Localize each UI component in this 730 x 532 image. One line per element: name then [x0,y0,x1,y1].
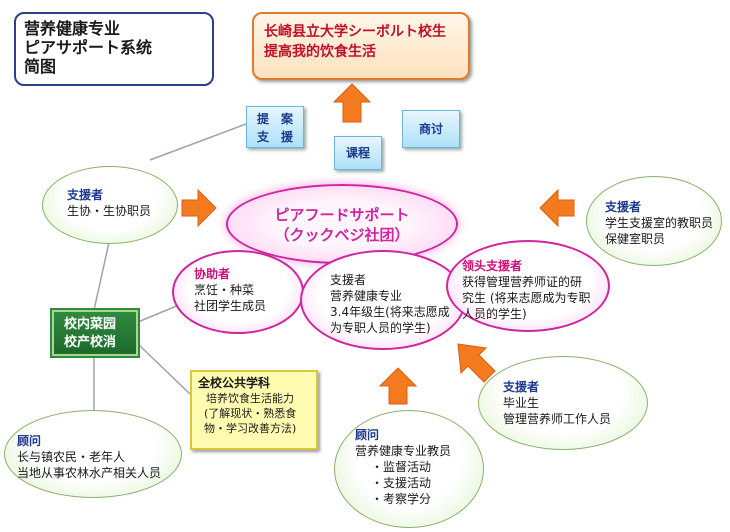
common-subject-label: 全校公共学科 [198,376,271,390]
discussion-label: 商讨 [418,122,443,136]
advisor-faculty-line-3: ・支援活动 [371,476,432,490]
cooperator-line-2: 社团学生成员 [194,299,267,313]
proposal-label: 提 案 [256,112,293,126]
arrow-up-bottom-icon [378,367,418,405]
advisor-farmers-label: 顾问 [17,434,42,448]
campus-garden-box: 校内菜园 校产校消 [52,310,138,356]
cooperator-line-1: 烹饪・种菜 [194,283,255,297]
advisor-faculty-line-4: ・考察学分 [371,492,432,506]
lead-supporter-ellipse: 领头支援者 获得管理营养师证的研 究生 (将来志愿成为专职 人员的学生) [446,240,610,332]
advisor-farmers-line-1: 长与镇农民・老年人 [17,450,126,464]
title-line-3: 简图 [24,57,57,76]
center-line-2: （クックベジ社团） [274,226,410,244]
supporter-staff-ellipse: 支援者 学生支援室的教职员 保健室职员 [586,176,722,266]
cooperator-ellipse: 协助者 烹饪・种菜 社团学生成员 [172,250,304,334]
goal-line-2: 提高我的饮食生活 [264,44,376,60]
arrow-up-left-icon [457,343,496,383]
supporter-staff-line-2: 保健室职员 [605,232,666,246]
title-line-1: 营养健康专业 [24,19,121,38]
lead-supporter-line-2: 究生 (将来志愿成为专职 [462,291,591,305]
supporter-staff-label: 支援者 [605,200,642,214]
connector-line [149,123,247,161]
goal-line-1: 长崎县立大学シーボルト校生 [264,24,446,40]
common-subject-box: 全校公共学科 培养饮食生活能力 (了解现状・熟悉食 物・学习改善方法) [190,370,318,450]
supporter-students-line-3: 为专职人员的学生) [330,321,431,335]
arrow-left-icon [539,188,575,228]
advisor-faculty-line-2: ・监督活动 [371,460,432,474]
arrow-up-icon [332,83,372,123]
supporter-students-line-2: 3.4年级生(将来志愿成 [330,305,450,319]
supporter-coop-text: 生协・生协职员 [67,204,152,218]
discussion-box: 商讨 [402,110,460,148]
common-subject-line-3: 物・学习改善方法) [204,422,297,435]
supporter-graduates-ellipse: 支援者 毕业生 管理营养师工作人员 [478,356,648,450]
advisor-farmers-ellipse: 顾问 长与镇农民・老年人 当地从事农林水产相关人员 [4,410,182,498]
connector-line [93,237,111,311]
supporter-staff-line-1: 学生支援室的教职员 [605,216,714,230]
campus-line-2: 校产校消 [64,335,117,350]
connector-line [137,343,191,395]
lead-supporter-line-1: 获得管理营养师证的研 [462,275,583,289]
supporter-graduates-line-1: 毕业生 [503,396,540,410]
lead-supporter-label: 领头支援者 [462,259,523,273]
supporter-students-label: 支援者 [330,273,367,287]
diagram-title-box: 营养健康专业 ピアサポート系统 简图 [14,12,214,86]
advisor-farmers-line-2: 当地从事农林水产相关人员 [17,466,162,480]
arrow-right-icon [181,188,217,228]
course-box: 课程 [334,136,382,170]
common-subject-line-2: (了解现状・熟悉食 [204,407,297,420]
course-label: 课程 [345,146,370,160]
advisor-faculty-label: 顾问 [355,428,380,442]
proposal-support-box: 提 案 支 援 [246,106,304,148]
center-line-1: ピアフードサポート [274,206,410,224]
lead-supporter-line-3: 人员的学生) [462,307,527,321]
advisor-faculty-ellipse: 顾问 营养健康专业教员 ・监督活动 ・支援活动 ・考察学分 [334,410,484,528]
supporter-graduates-label: 支援者 [503,380,540,394]
common-subject-line-1: 培养饮食生活能力 [206,392,294,405]
campus-line-1: 校内菜园 [64,317,117,332]
supporter-coop-label: 支援者 [67,188,104,202]
supporter-students-ellipse: 支援者 营养健康专业 3.4年级生(将来志愿成 为专职人员的学生) [300,250,466,350]
supporter-graduates-line-2: 管理营养师工作人员 [503,412,612,426]
peer-food-support-ellipse: ピアフードサポート （クックベジ社团） [226,184,458,264]
goal-box: 长崎县立大学シーボルト校生 提高我的饮食生活 [252,12,470,80]
title-line-2: ピアサポート系统 [24,38,153,57]
supporter-coop-ellipse: 支援者 生协・生协职员 [42,166,178,244]
support-label: 支 援 [256,130,293,144]
cooperator-label: 协助者 [194,267,231,281]
advisor-faculty-line-1: 营养健康专业教员 [355,444,452,458]
supporter-students-line-1: 营养健康专业 [330,289,403,303]
